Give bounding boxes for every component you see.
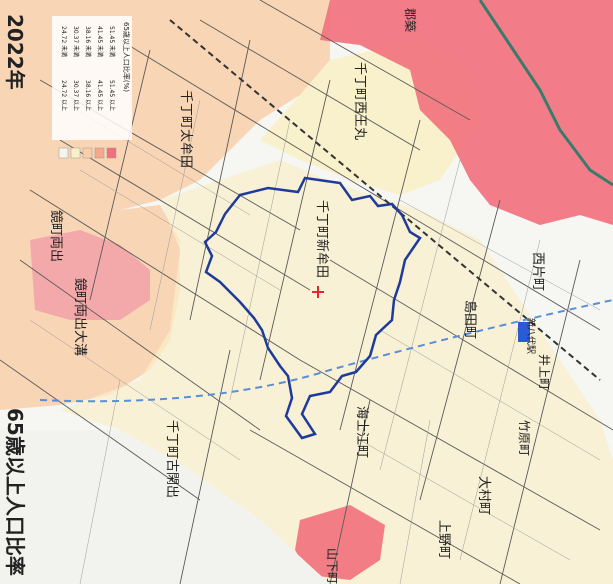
place-label: 竹原町 bbox=[517, 420, 531, 456]
district-center-marker bbox=[312, 286, 324, 298]
station-marker bbox=[518, 322, 530, 342]
legend-swatch bbox=[70, 147, 81, 159]
legend-swatch bbox=[106, 147, 117, 159]
legend-label-upper: 51.45 未満 bbox=[108, 26, 116, 57]
legend-label: 38.16 以上 bbox=[84, 80, 92, 111]
place-label: 郡築 bbox=[403, 8, 418, 32]
place-label: 千丁町古閑出 bbox=[164, 420, 179, 498]
legend-label: 41.45 以上 bbox=[96, 80, 104, 111]
road-minor bbox=[29, 99, 601, 584]
legend-label: 24.72 以上 bbox=[60, 80, 68, 111]
legend-swatch bbox=[94, 147, 105, 159]
district-boundary bbox=[203, 176, 422, 440]
place-label: 鏡町両出 bbox=[48, 210, 63, 262]
river-line bbox=[39, 299, 613, 403]
place-label: 鏡町両出大溝 bbox=[72, 278, 87, 356]
place-label: 上野町 bbox=[436, 520, 451, 559]
place-label: 山下町 bbox=[325, 548, 339, 584]
legend-label-upper: 41.45 未満 bbox=[96, 26, 104, 57]
legend-label: 30.37 以上 bbox=[72, 80, 80, 111]
place-label: 海士江町 bbox=[354, 406, 369, 458]
map-title: 65歳以上人口比率 bbox=[3, 408, 27, 576]
area-pink-s bbox=[295, 505, 385, 580]
place-label: 千丁町太牟田 bbox=[178, 90, 193, 168]
place-label: 島田町 bbox=[462, 300, 477, 339]
railway-line bbox=[169, 19, 601, 381]
legend-label-upper: 24.72 未満 bbox=[60, 26, 68, 57]
legend-swatch bbox=[58, 147, 69, 159]
station-label: 新八代駅 bbox=[525, 318, 537, 354]
place-label: 西片町 bbox=[530, 252, 545, 291]
place-label: 千丁町新牟田 bbox=[314, 200, 330, 278]
legend-label-upper: 30.37 未満 bbox=[72, 26, 80, 57]
map-year: 2022年 bbox=[3, 14, 27, 90]
place-label: 井上町 bbox=[537, 354, 551, 390]
area-pink-w bbox=[30, 230, 150, 320]
legend: 65歳以上人口比率(%) 51.45 以上 51.45 未満 41.45 以上 41.… bbox=[52, 16, 132, 159]
legend-label-upper: 38.16 未満 bbox=[84, 26, 92, 57]
place-label: 大村町 bbox=[476, 476, 491, 515]
legend-label: 51.45 以上 bbox=[108, 80, 116, 111]
area-cream-c bbox=[60, 160, 613, 584]
legend-background bbox=[52, 16, 132, 140]
legend-swatch bbox=[82, 147, 93, 159]
area-pink-ne bbox=[320, 0, 613, 225]
legend-heading: 65歳以上人口比率(%) bbox=[122, 22, 131, 92]
highway-line bbox=[478, 0, 613, 187]
area-light-s bbox=[0, 430, 330, 584]
place-label: 千丁町西王丸 bbox=[352, 62, 367, 140]
map-labels: 千丁町新牟田 千丁町太牟田 千丁町古閑出 千丁町西王丸 鏡町両出 鏡町両出大溝 … bbox=[48, 8, 551, 584]
